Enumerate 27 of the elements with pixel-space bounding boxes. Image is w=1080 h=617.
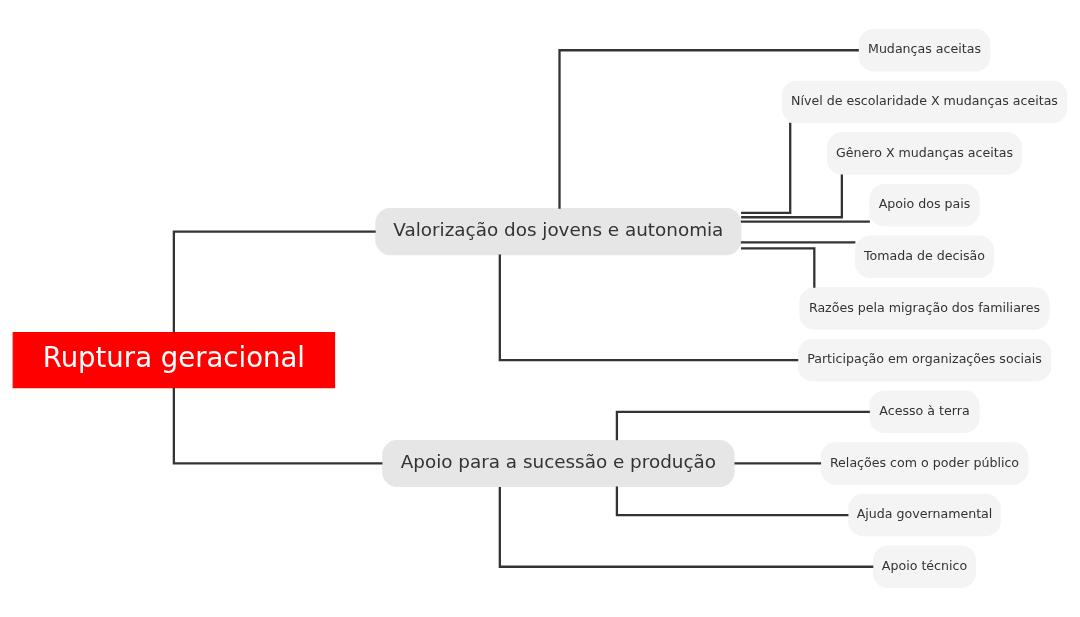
node-box: Participação em organizações sociais xyxy=(797,338,1052,382)
connector xyxy=(498,486,874,568)
connector xyxy=(615,486,849,517)
connector xyxy=(741,122,792,215)
node-box: Razões pela migração dos familiares xyxy=(799,287,1050,330)
connector xyxy=(741,174,843,219)
connector xyxy=(615,410,870,441)
node-box: Gênero X mudanças aceitas xyxy=(826,132,1023,175)
connector xyxy=(172,387,383,465)
connector xyxy=(498,254,799,362)
connector xyxy=(734,462,822,465)
node-box: Apoio para a sucessão e produção xyxy=(382,439,735,487)
node-box: Mudanças aceitas xyxy=(858,29,991,72)
node-box: Apoio técnico xyxy=(872,545,977,588)
connector xyxy=(740,220,870,223)
node-box: Tomada de decisão xyxy=(855,235,994,279)
node-box: Acesso à terra xyxy=(869,390,980,434)
connector xyxy=(172,230,376,333)
node-box: Valorização dos jovens e autonomia xyxy=(375,208,742,256)
node-box: Nível de escolaridade X mudanças aceitas xyxy=(781,80,1068,124)
node-box: Apoio dos pais xyxy=(869,183,980,227)
node-box: Ajuda governamental xyxy=(848,493,1001,537)
connector xyxy=(741,247,816,288)
node-box: Ruptura geracional xyxy=(12,332,336,389)
connector xyxy=(558,49,859,209)
connector xyxy=(740,241,856,244)
node-box: Relações com o poder público xyxy=(820,442,1029,485)
